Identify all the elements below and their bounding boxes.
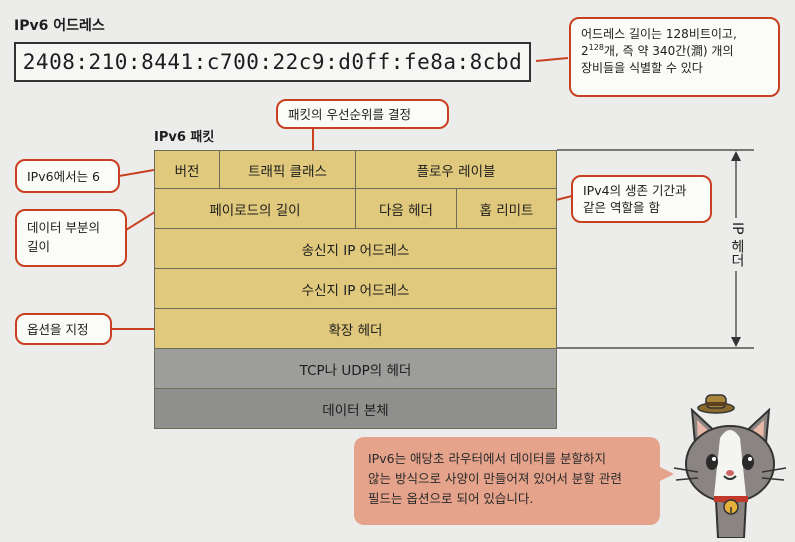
payload-length-field: 페이로드의 길이 (154, 188, 356, 229)
version-callout: IPv6에서는 6 (15, 159, 120, 193)
note-line3: 필드는 옵션으로 되어 있습니다. (368, 491, 534, 506)
hop-limit-callout-line1: IPv4의 생존 기간과 (583, 183, 687, 198)
tcp-udp-header-field: TCP나 UDP의 헤더 (154, 348, 557, 389)
hop-limit-callout-line2: 같은 역할을 함 (583, 200, 660, 215)
address-callout: 어드레스 길이는 128비트이고, 2128개, 즉 약 340간(澗) 개의 … (569, 17, 780, 97)
note-box: IPv6는 애당초 라우터에서 데이터를 분할하지 않는 방식으로 사양이 만들… (354, 437, 660, 525)
address-value: 2408:210:8441:c700:22c9:d0ff:fe8a:8cbd (14, 42, 531, 82)
data-body-field: 데이터 본체 (154, 388, 557, 429)
hop-limit-callout: IPv4의 생존 기간과 같은 역할을 함 (571, 175, 712, 223)
options-callout: 옵션을 지정 (15, 313, 112, 345)
cat-mascot-icon (673, 394, 787, 538)
ip-header-label: IP 헤더 (727, 218, 747, 272)
packet-title: IPv6 패킷 (154, 130, 215, 145)
next-header-field: 다음 헤더 (355, 188, 457, 229)
address-callout-line3: 장비들을 식별할 수 있다 (581, 61, 703, 75)
version-field: 버전 (154, 150, 220, 189)
destination-address-field: 수신지 IP 어드레스 (154, 268, 557, 309)
payload-callout-line2: 길이 (27, 239, 51, 254)
source-address-field: 송신지 IP 어드레스 (154, 228, 557, 269)
address-callout-line2: 2128개, 즉 약 340간(澗) 개의 (581, 43, 734, 59)
speech-tail (654, 464, 674, 484)
flow-label-field: 플로우 레이블 (355, 150, 557, 189)
payload-callout: 데이터 부분의 길이 (15, 209, 127, 267)
note-line1: IPv6는 애당초 라우터에서 데이터를 분할하지 (368, 451, 606, 466)
address-callout-line1: 어드레스 길이는 128비트이고, (581, 27, 737, 41)
note-line2: 않는 방식으로 사양이 만들어져 있어서 분할 관련 (368, 471, 622, 486)
priority-callout: 패킷의 우선순위를 결정 (276, 99, 449, 129)
payload-callout-line1: 데이터 부분의 (27, 220, 100, 235)
hop-limit-field: 홉 리미트 (456, 188, 557, 229)
traffic-class-field: 트래픽 클래스 (219, 150, 356, 189)
extension-header-field: 확장 헤더 (154, 308, 557, 349)
address-title: IPv6 어드레스 (14, 18, 105, 34)
